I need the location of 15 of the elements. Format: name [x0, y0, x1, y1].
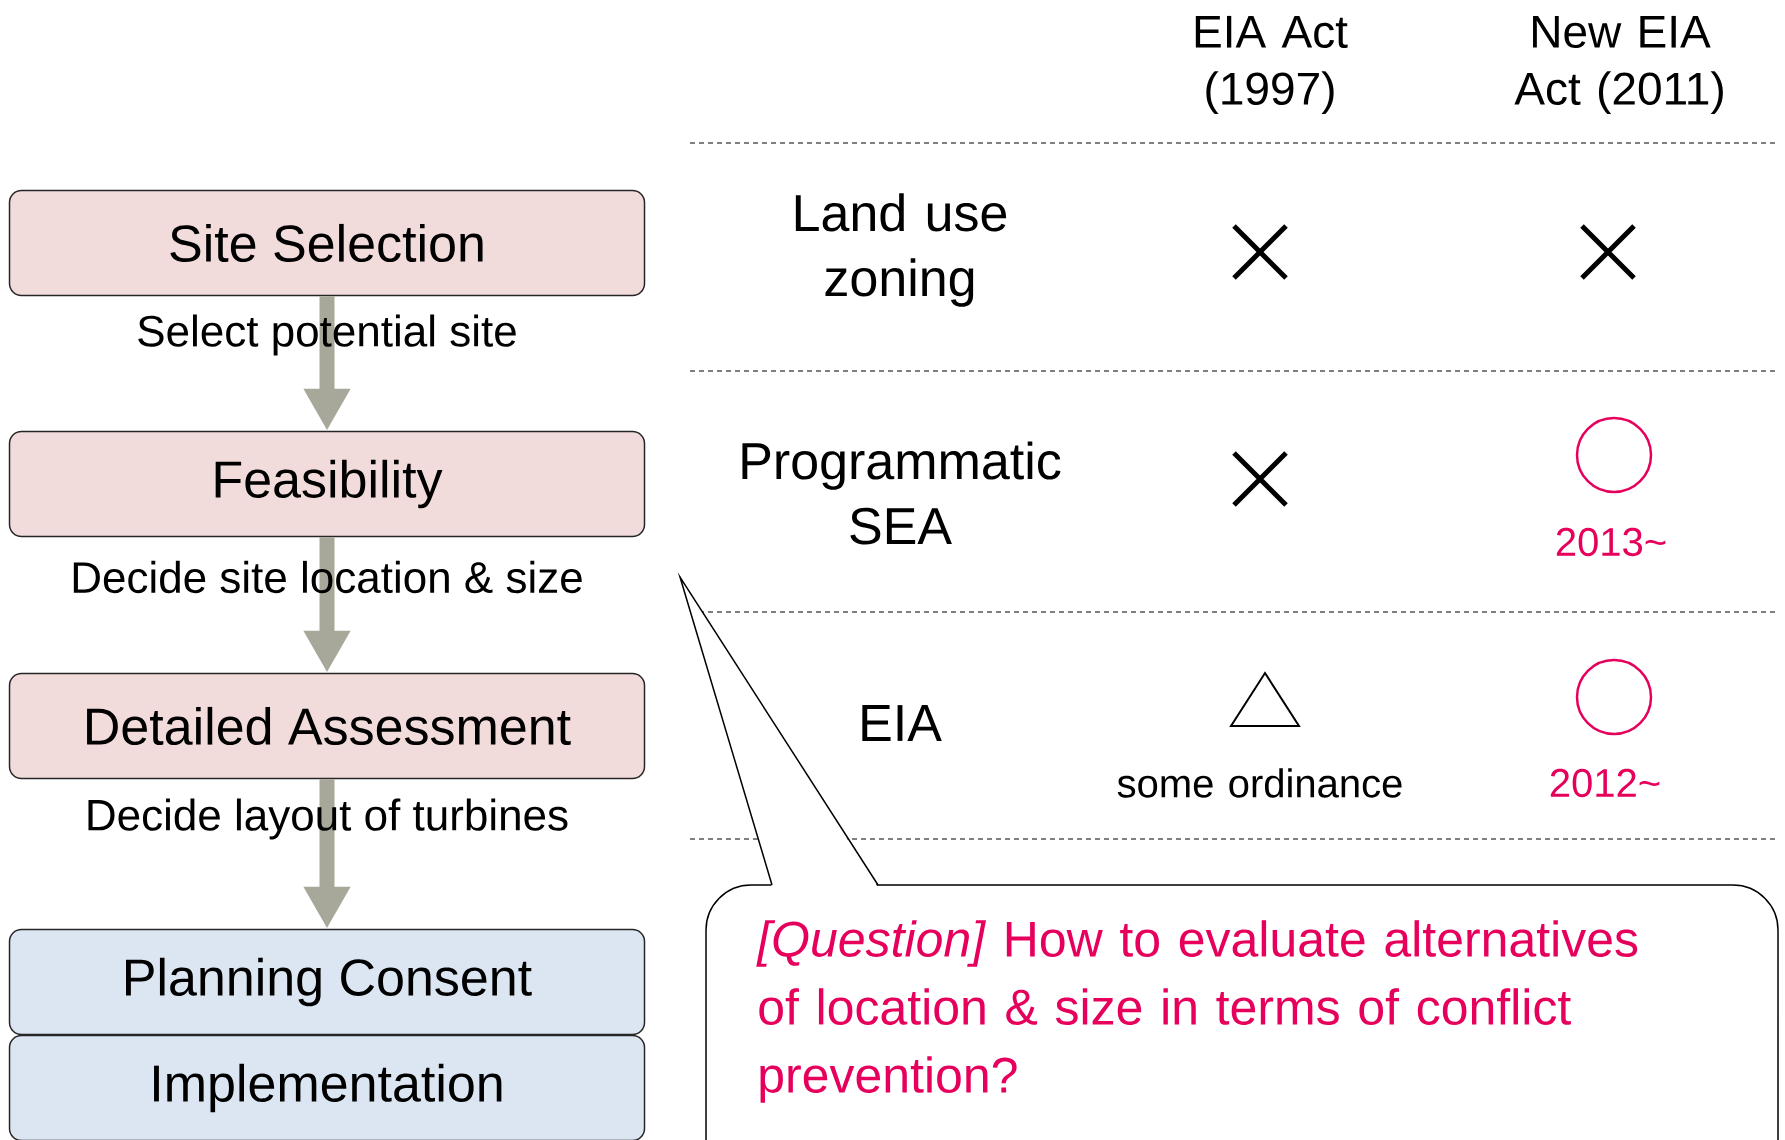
column-header: New EIA Act (2011)	[1514, 15, 1723, 115]
cell-note: some ordinance	[1117, 768, 1402, 798]
process-box: Detailed Assessment	[8, 672, 646, 780]
step-description: Select potential site	[138, 314, 516, 356]
process-box: Implementation	[8, 1034, 646, 1140]
process-box: Site Selection	[8, 189, 646, 297]
process-box: Feasibility	[8, 430, 646, 538]
step-description: Decide layout of turbines	[88, 798, 568, 840]
row-label: Land use zoning	[795, 193, 1007, 307]
process-box: Planning Consent	[8, 928, 646, 1036]
step-description: Decide site location & size	[73, 560, 582, 594]
column-header: EIA Act (1997)	[1195, 15, 1348, 115]
year-note: 2012~	[1550, 768, 1660, 798]
row-label: EIA	[862, 705, 942, 741]
row-label: Programmatic SEA	[742, 441, 1061, 545]
